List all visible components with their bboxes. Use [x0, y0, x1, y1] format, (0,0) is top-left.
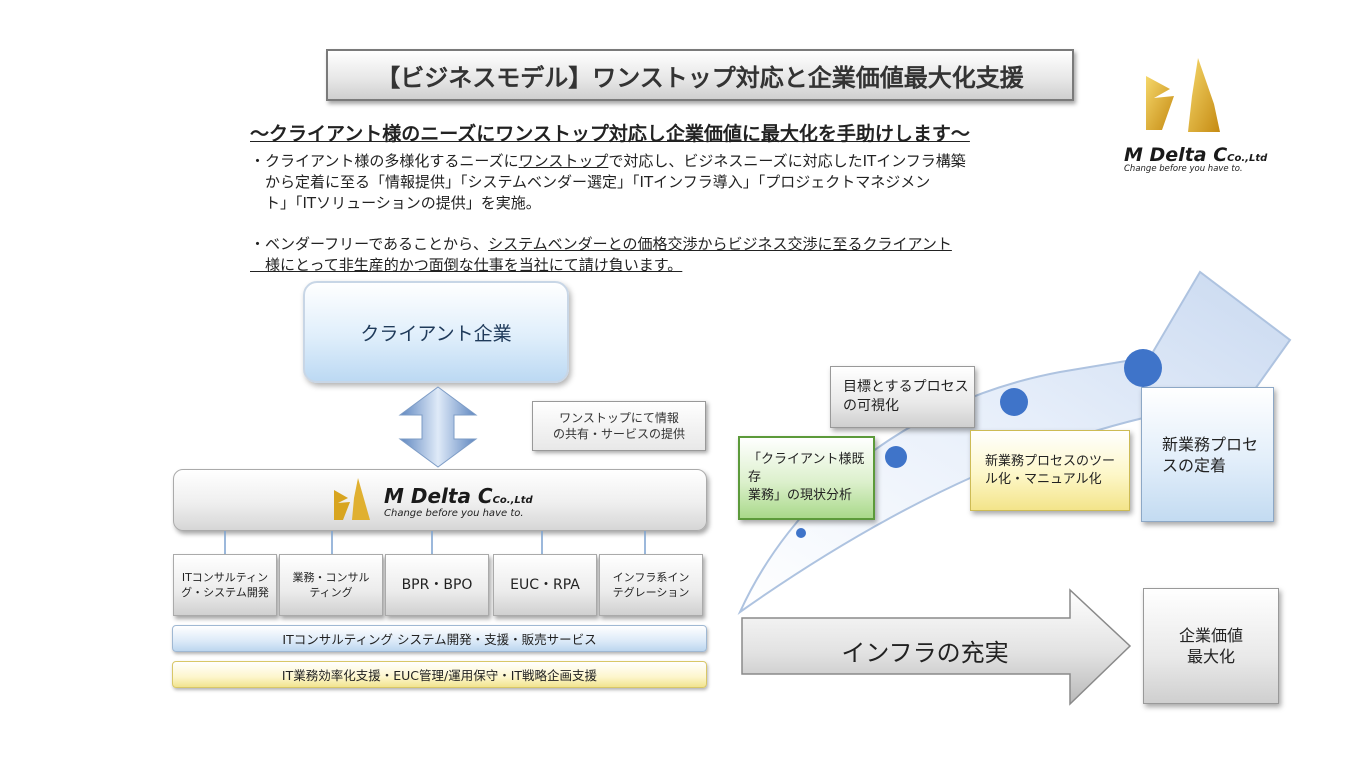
progress-dot-3: [1000, 388, 1028, 416]
bullet-2-text-a: ・ベンダーフリーであることから、: [250, 235, 488, 253]
service-infra-integration: インフラ系イン テグレーション: [599, 554, 703, 616]
bullet-1-underlined: ワンストップ: [519, 152, 609, 170]
logo-suffix: Co.,Ltd: [1227, 153, 1267, 164]
logo-tagline: Change before you have to.: [1124, 164, 1243, 174]
step-visualize-process: 目標とするプロセス の可視化: [830, 366, 975, 428]
service-it-consulting: ITコンサルティン グ・システム開発: [173, 554, 277, 616]
step-new-process-adoption: 新業務プロセ スの定着: [1141, 387, 1274, 522]
step-tooling-manuals: 新業務プロセスのツー ル化・マニュアル化: [970, 430, 1130, 511]
result-value-maximization: 企業価値 最大化: [1143, 588, 1279, 704]
subtitle: ～クライアント様のニーズにワンストップ対応し企業価値に最大化を手助けします～: [250, 119, 1080, 146]
company-bar: M Delta CCo.,Ltd Change before you have …: [173, 469, 707, 531]
progress-dot-2: [885, 446, 907, 468]
company-logo: M Delta CCo.,Ltd Change before you have …: [1118, 56, 1268, 181]
bar-logo-name: M Delta C: [384, 484, 493, 508]
page-title: 【ビジネスモデル】ワンストップ対応と企業価値最大化支援: [326, 49, 1074, 101]
connector-lines: [172, 531, 708, 555]
logo-mark-small-icon: [330, 476, 376, 522]
bullet-1: ・クライアント様の多様化するニーズにワンストップで対応し、ビジネスニーズに対応し…: [250, 151, 1050, 214]
bar-logo-tagline: Change before you have to.: [384, 508, 524, 519]
service-band-yellow: IT業務効率化支援・EUC管理/運用保守・IT戦略企画支援: [172, 661, 707, 688]
onestop-info-box: ワンストップにて情報 の共有・サービスの提供: [532, 401, 706, 451]
progress-dot-1: [796, 528, 806, 538]
bullet-1-text-a: ・クライアント様の多様化するニーズに: [250, 152, 519, 170]
progress-dot-4: [1124, 349, 1162, 387]
logo-name: M Delta C: [1124, 144, 1227, 166]
step-current-analysis: 「クライアント様既存 業務」の現状分析: [738, 436, 875, 520]
service-business-consulting: 業務・コンサル ティング: [279, 554, 383, 616]
service-bpr-bpo: BPR・BPO: [385, 554, 489, 616]
client-company-box: クライアント企業: [303, 281, 569, 383]
bar-logo-suffix: Co.,Ltd: [493, 495, 533, 506]
logo-mark-icon: [1118, 56, 1268, 136]
infra-label: インフラの充実: [790, 633, 1060, 668]
service-euc-rpa: EUC・RPA: [493, 554, 597, 616]
double-arrow-icon: [396, 385, 480, 469]
service-band-blue: ITコンサルティング システム開発・支援・販売サービス: [172, 625, 707, 652]
